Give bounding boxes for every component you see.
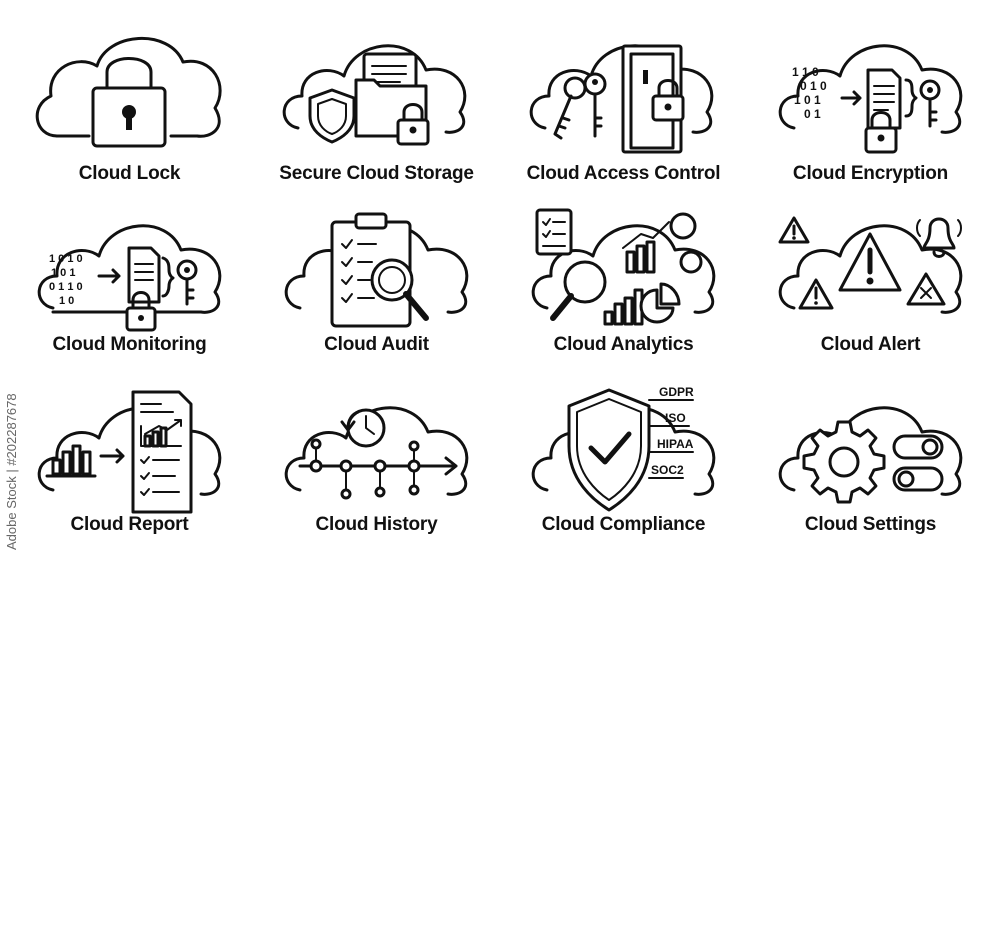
binary-digits: 0 1 0	[800, 79, 827, 93]
binary-digits: 1 0 1	[794, 93, 821, 107]
icon-label: Cloud Analytics	[553, 334, 694, 355]
cloud-alert-icon	[778, 216, 963, 314]
compliance-tag-hipaa: HIPAA	[657, 437, 694, 451]
icon-label: Cloud Alert	[820, 334, 921, 355]
cloud-encryption-icon: 1 1 0 0 1 0 1 0 1 0 1	[778, 44, 963, 154]
cloud-compliance-icon: GDPR ISO HIPAA SOC2	[531, 386, 716, 512]
tile-cloud-compliance: GDPR ISO HIPAA SOC2 Cloud Compliance	[500, 372, 747, 558]
stock-watermark: Adobe Stock | #202287678	[4, 320, 22, 550]
icon-label: Cloud Report	[70, 514, 189, 535]
binary-digits: 0 1	[804, 107, 821, 121]
tile-cloud-report: Cloud Report	[6, 372, 253, 558]
tile-cloud-audit: Cloud Audit	[253, 190, 500, 372]
stock-watermark-text: Adobe Stock | #202287678	[4, 393, 19, 550]
compliance-tag-gdpr: GDPR	[659, 386, 694, 399]
tile-cloud-analytics: Cloud Analytics	[500, 190, 747, 372]
compliance-tag-iso: ISO	[665, 411, 686, 425]
tile-cloud-monitoring: 1 0 1 0 1 0 1 0 1 1 0 1 0 Cloud Monitori…	[6, 190, 253, 372]
compliance-tag-soc2: SOC2	[651, 463, 684, 477]
cloud-audit-icon	[284, 212, 469, 328]
icon-label: Cloud Encryption	[792, 163, 949, 184]
cloud-history-icon	[284, 406, 469, 500]
icon-label: Cloud Access Control	[526, 163, 721, 184]
tile-cloud-history: Cloud History	[253, 372, 500, 558]
cloud-monitoring-icon: 1 0 1 0 1 0 1 0 1 1 0 1 0	[37, 224, 222, 332]
tile-cloud-encryption: 1 1 0 0 1 0 1 0 1 0 1 Cloud Encryption	[747, 0, 994, 190]
icon-label: Cloud History	[315, 514, 438, 535]
tile-cloud-alert: Cloud Alert	[747, 190, 994, 372]
binary-digits: 1 0 1 0	[49, 253, 83, 265]
cloud-analytics-icon	[531, 208, 716, 326]
binary-digits: 1 1 0	[792, 65, 819, 79]
icon-grid-row3: Cloud Report Cloud History	[6, 372, 994, 930]
tile-cloud-lock: Cloud Lock	[6, 0, 253, 190]
icon-grid-row2: 1 0 1 0 1 0 1 0 1 1 0 1 0 Cloud Monitori…	[6, 190, 994, 748]
icon-label: Secure Cloud Storage	[279, 163, 474, 184]
icon-label: Cloud Monitoring	[52, 334, 207, 355]
cloud-lock-icon	[35, 37, 222, 148]
tile-secure-cloud-storage: Secure Cloud Storage	[253, 0, 500, 190]
icon-label: Cloud Compliance	[541, 514, 706, 535]
cloud-settings-icon	[778, 406, 963, 504]
cloud-report-icon	[37, 390, 222, 514]
icon-label: Cloud Settings	[804, 514, 937, 535]
binary-digits: 0 1 1 0	[49, 281, 83, 293]
icon-label: Cloud Lock	[78, 163, 181, 184]
icon-label: Cloud Audit	[324, 334, 429, 355]
secure-cloud-storage-icon	[282, 44, 467, 146]
binary-digits: 1 0 1	[51, 267, 75, 279]
cloud-access-control-icon	[529, 44, 714, 154]
tile-cloud-access-control: Cloud Access Control	[500, 0, 747, 190]
binary-digits: 1 0	[59, 295, 74, 307]
tile-cloud-settings: Cloud Settings	[747, 372, 994, 558]
icon-grid: Cloud Lock Secure Cloud Storage	[6, 0, 994, 558]
